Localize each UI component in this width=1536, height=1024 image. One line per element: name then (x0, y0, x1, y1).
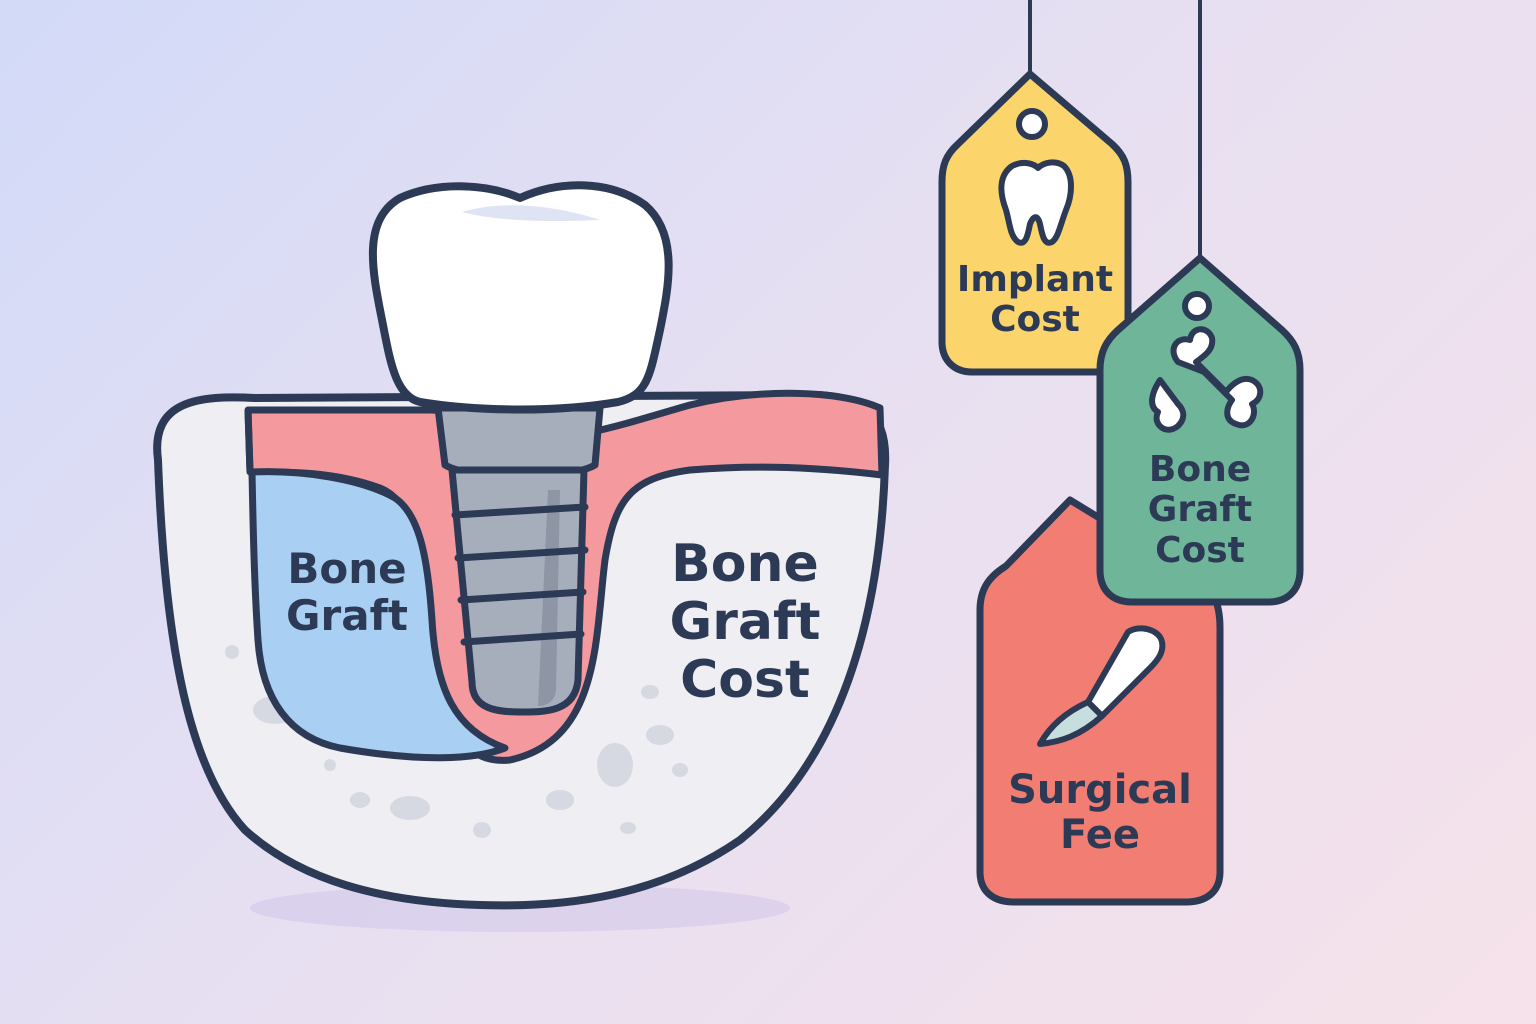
implant-threads (451, 503, 589, 646)
tooth-crown (368, 181, 673, 414)
implant-abutment (434, 404, 604, 480)
tag-line: Cost (990, 299, 1080, 341)
surgical-fee-tag-label: Surgical Fee (980, 768, 1220, 858)
bone-graft-cost-tag (1096, 254, 1304, 606)
implant-tag-hole (1016, 108, 1048, 140)
bone-graft-cost-label: Bone Graft Cost (640, 535, 850, 710)
bone-graft-tag-hole (1182, 291, 1212, 321)
label-line: Graft (286, 591, 408, 641)
tag-line: Graft (1147, 489, 1253, 531)
bone-graft-cost-tag-label: Bone Graft Cost (1100, 449, 1300, 571)
implant-cost-tag (938, 70, 1132, 376)
tag-line: Cost (1155, 529, 1245, 571)
scalpel-icon (1037, 625, 1166, 747)
tag-line: Implant (956, 259, 1114, 300)
tag-line: Fee (1060, 811, 1140, 858)
tag-line: Surgical (1008, 767, 1192, 813)
label-line: Bone (287, 544, 407, 593)
gum-divider (244, 409, 254, 473)
bone-graft-region (248, 468, 509, 762)
label-line: Graft (669, 592, 821, 653)
label-line: Cost (680, 650, 810, 711)
bone-icon (1149, 326, 1264, 433)
implant-cost-tag-label: Implant Cost (942, 259, 1128, 341)
crown-shine (462, 205, 600, 222)
bone-graft-region-label: Bone Graft (262, 545, 432, 639)
implant-highlight (538, 490, 560, 706)
tooth-icon (998, 159, 1074, 246)
tag-line: Bone (1148, 449, 1252, 490)
label-line: Bone (671, 534, 819, 594)
